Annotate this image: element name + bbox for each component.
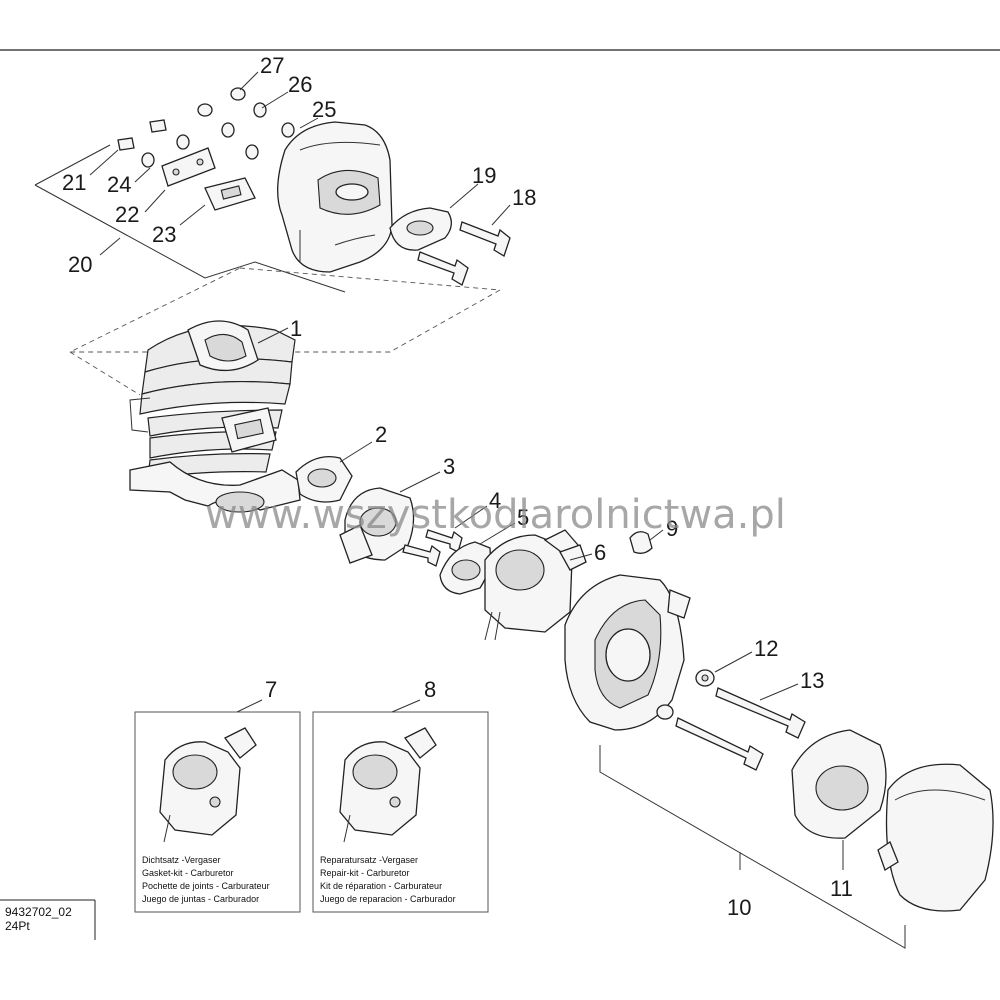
- kit-8-line-1: Reparatursatz -Vergaser: [320, 855, 418, 865]
- part-number-20: 20: [68, 252, 92, 277]
- reference-sub: 24Pt: [5, 919, 30, 933]
- part-number-13: 13: [800, 668, 824, 693]
- bolt-18-a: [459, 221, 511, 257]
- kit-7-line-1: Dichtsatz -Vergaser: [142, 855, 221, 865]
- kit-8-box: [312, 711, 489, 913]
- hose-clamp-9: [629, 531, 653, 554]
- kit-8-carburetor-image: [339, 727, 437, 843]
- kit-7-line-4: Juego de juntas - Carburador: [142, 894, 259, 904]
- part-number-12: 12: [754, 636, 778, 661]
- part-number-11: 11: [830, 876, 853, 901]
- washer-12-b: [656, 704, 674, 720]
- part-number-22: 22: [115, 202, 139, 227]
- muffler-assembly-group: [34, 87, 511, 293]
- kit-7-line-3: Pochette de joints - Carburateur: [142, 881, 270, 891]
- screw-4-a: [402, 544, 441, 567]
- part-number-27: 27: [260, 53, 284, 78]
- bolt-18-b: [417, 251, 469, 286]
- part-number-25: 25: [312, 97, 336, 122]
- screw-21-b: [149, 119, 167, 133]
- screw-13-a: [715, 687, 806, 739]
- part-number-9: 9: [666, 516, 678, 541]
- part-number-2: 2: [375, 422, 387, 447]
- screw-21-a: [117, 137, 135, 151]
- part-number-19: 19: [472, 163, 496, 188]
- air-filter-cover: [885, 763, 994, 912]
- kit-8-line-2: Repair-kit - Carburetor: [320, 868, 410, 878]
- part-number-26: 26: [288, 72, 312, 97]
- part-number-8: 8: [424, 677, 436, 702]
- part-number-4: 4: [489, 488, 501, 513]
- part-number-24: 24: [107, 172, 131, 197]
- part-number-18: 18: [512, 185, 536, 210]
- kit-7-box: [134, 711, 301, 913]
- part-number-5: 5: [517, 505, 529, 530]
- kit-7-line-2: Gasket-kit - Carburetor: [142, 868, 234, 878]
- carburetor: [484, 529, 587, 641]
- screw-13-b: [675, 717, 764, 771]
- part-number-3: 3: [443, 454, 455, 479]
- part-number-6: 6: [594, 540, 606, 565]
- cylinder: [129, 320, 301, 513]
- air-filter-base: [564, 574, 691, 731]
- part-number-23: 23: [152, 222, 176, 247]
- part-number-7: 7: [265, 677, 277, 702]
- watermark: www.wszystkodlarolnictwa.pl: [205, 492, 786, 538]
- kit-8-line-4: Juego de reparacion - Carburador: [320, 894, 456, 904]
- spark-arrestor-plate: [161, 147, 216, 187]
- reference-code: 9432702_02: [5, 905, 72, 919]
- part-number-1: 1: [290, 316, 302, 341]
- part-number-10: 10: [727, 895, 751, 920]
- part-number-21: 21: [62, 170, 86, 195]
- kit-8-line-3: Kit de réparation - Carburateur: [320, 881, 442, 891]
- kit-7-carburetor-image: [159, 727, 257, 843]
